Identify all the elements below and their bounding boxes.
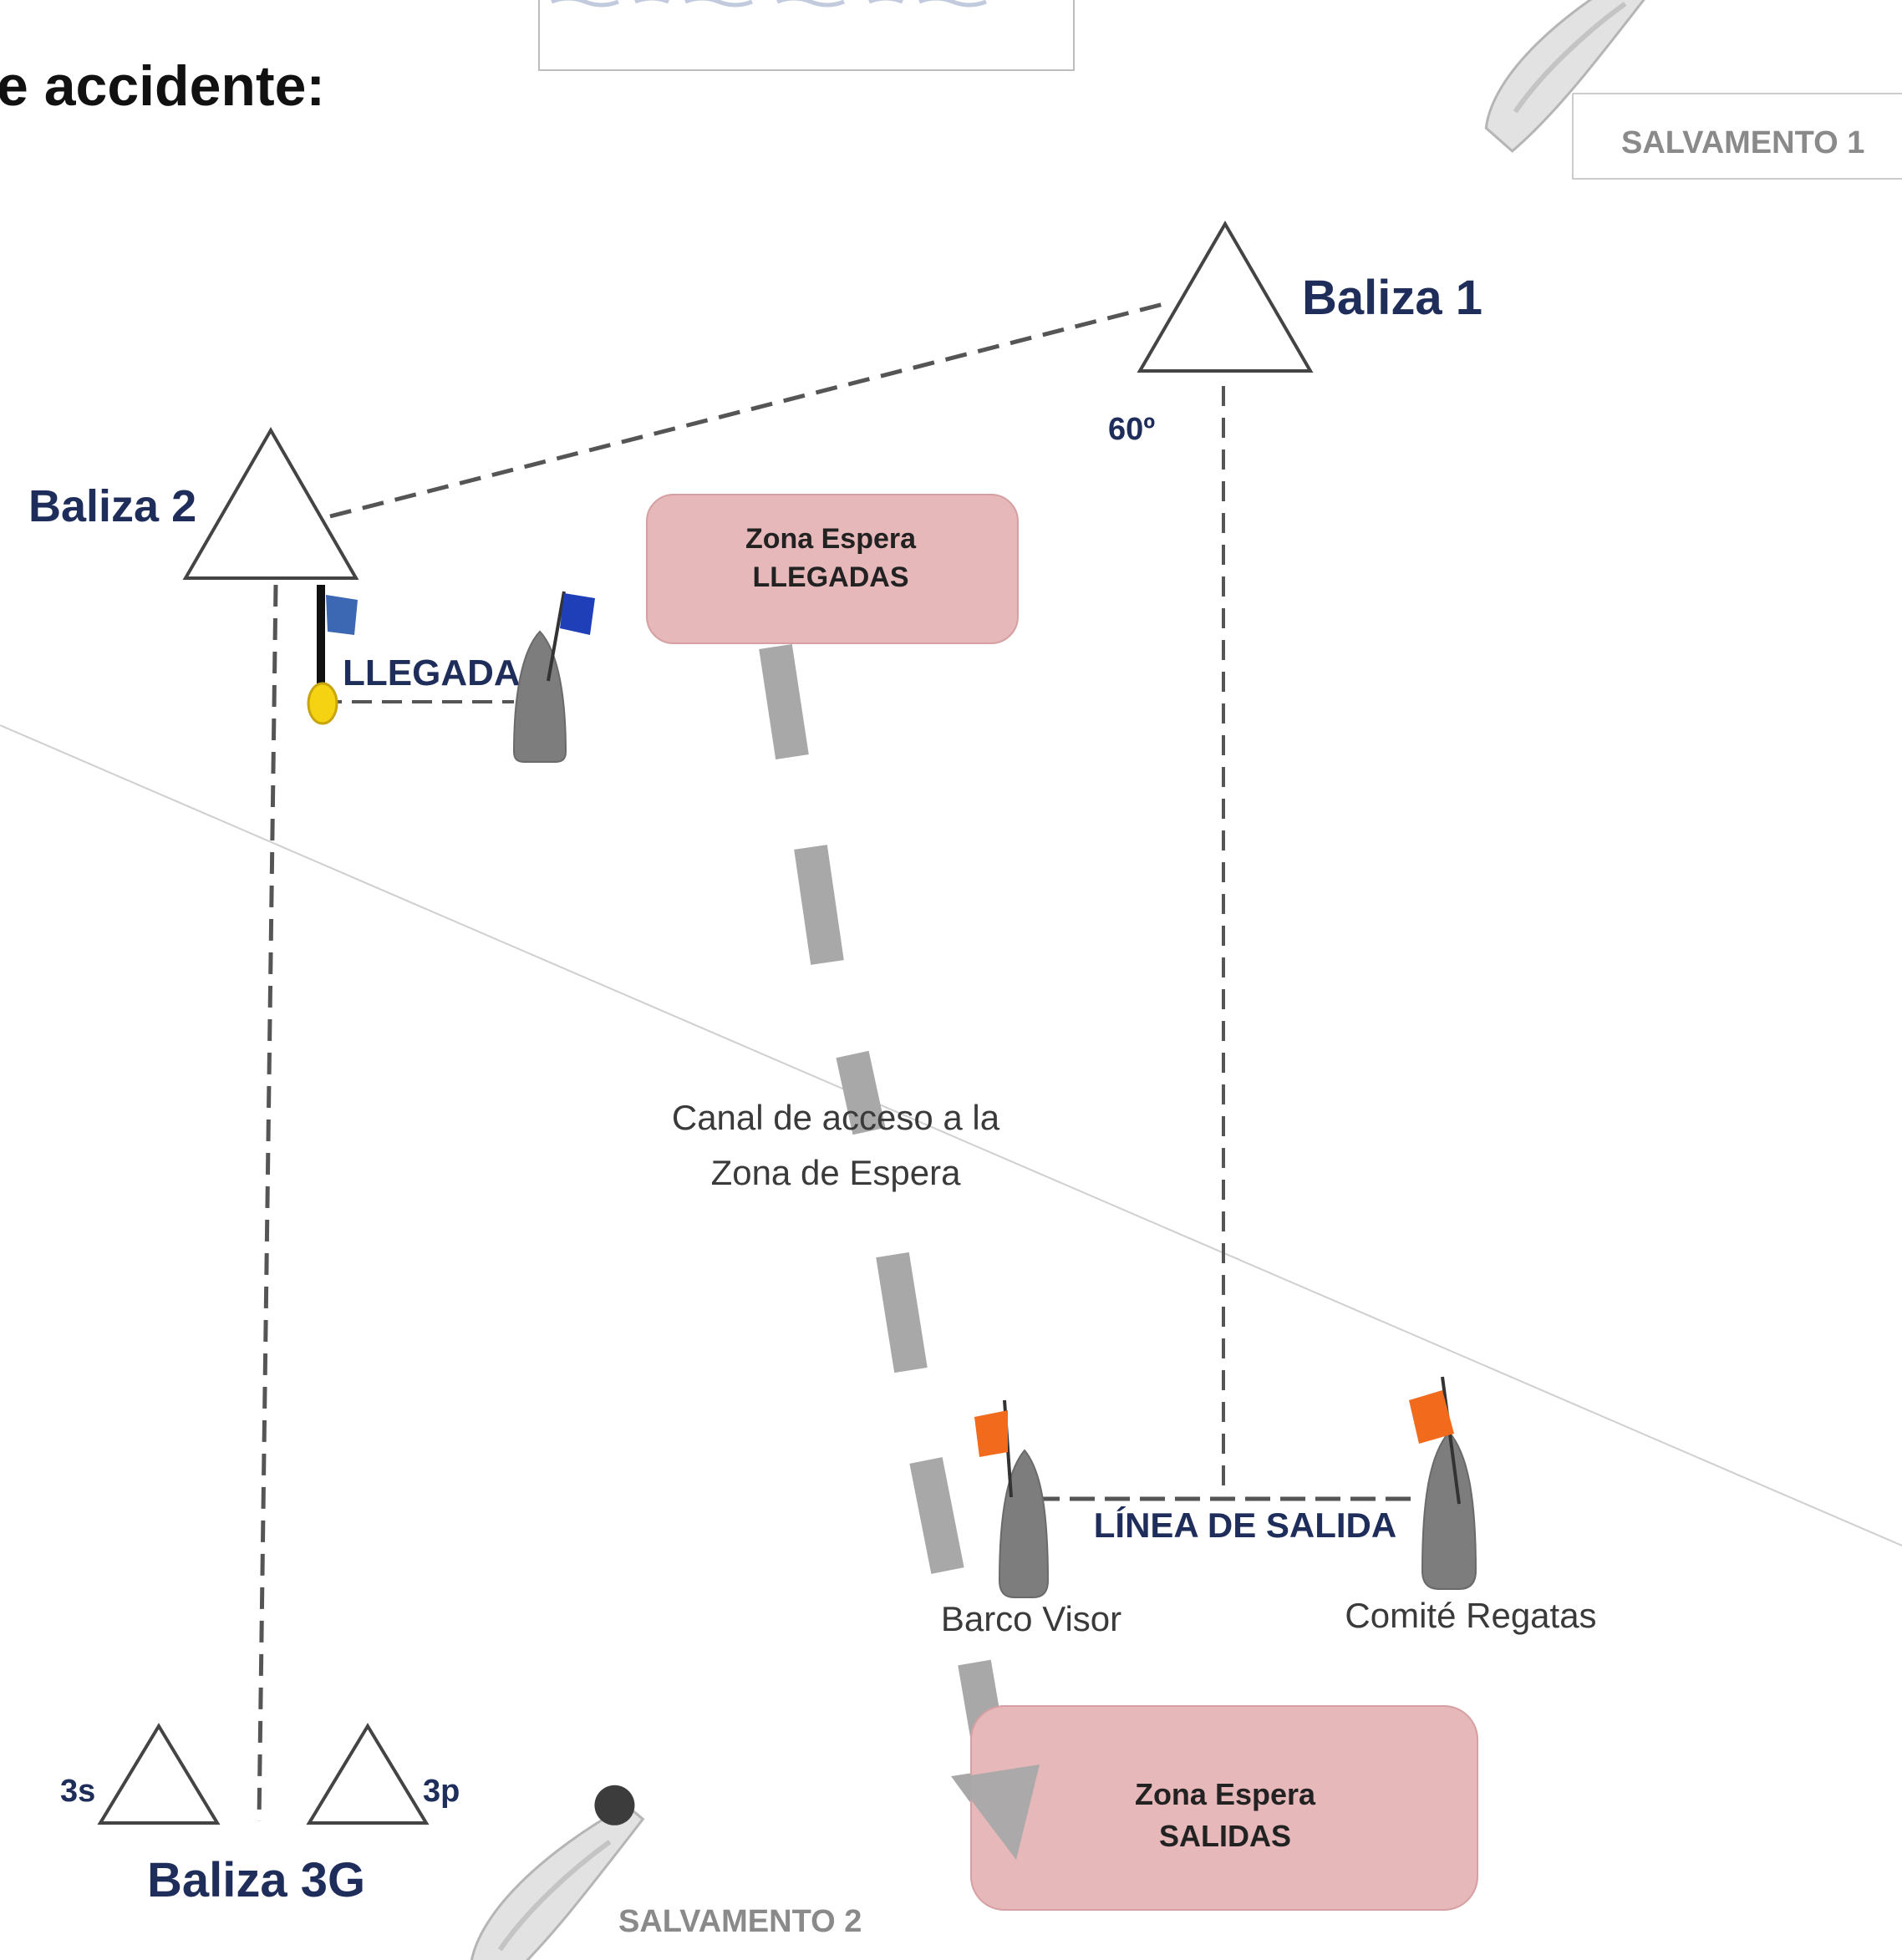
finish-boat-icon (512, 591, 595, 763)
buoy-icon (307, 682, 338, 725)
channel-label-line2: Zona de Espera (711, 1153, 962, 1192)
comite-regatas-boat-icon (1409, 1376, 1477, 1590)
flag-icon (326, 595, 358, 635)
flag-icon (560, 593, 595, 635)
baliza-1-triangle-mark-icon (1137, 221, 1314, 373)
zona-llegadas-line1: Zona Espera (745, 523, 917, 555)
finish-pole (307, 585, 358, 725)
angle-label: 60º (1108, 412, 1155, 447)
baliza-1-label: Baliza 1 (1302, 271, 1482, 325)
course-line-b1-b2 (329, 300, 1171, 519)
channel-label-line1: Canal de acceso a la (672, 1098, 1000, 1137)
baliza-3g-label: Baliza 3G (147, 1853, 365, 1907)
page-heading: e accidente: (0, 54, 325, 118)
zona-llegadas-line2: LLEGADAS (753, 561, 909, 593)
zona-espera-salidas: Zona Espera SALIDAS (970, 1705, 1478, 1911)
zona-salidas-line1: Zona Espera (1135, 1777, 1316, 1811)
salvamento-2-label: SALVAMENTO 2 (618, 1904, 862, 1939)
background-diagonal-line (0, 724, 1902, 1546)
flag-icon (974, 1410, 1008, 1457)
zona-espera-llegadas: Zona Espera LLEGADAS (646, 494, 1019, 644)
course-line-b2-b3 (257, 584, 278, 1822)
mark-3p-triangle-mark-icon (306, 1723, 430, 1825)
llegada-label: LLEGADA (343, 652, 521, 693)
mark-3s-triangle-mark-icon (97, 1723, 221, 1825)
access-channel (759, 644, 1038, 1863)
mark-3s-label: 3s (60, 1774, 95, 1809)
arrow-icon (954, 1765, 1040, 1860)
baliza-2-triangle-mark-icon (182, 426, 359, 580)
jetski-icon (469, 1785, 645, 1960)
comite-regatas-label: Comité Regatas (1345, 1596, 1596, 1635)
linea-salida-label: LÍNEA DE SALIDA (1094, 1506, 1396, 1545)
barco-visor-label: Barco Visor (941, 1599, 1121, 1638)
zona-salidas-line2: SALIDAS (1159, 1819, 1291, 1853)
salvamento-1-label: SALVAMENTO 1 (1621, 125, 1864, 160)
barco-visor-boat-icon (974, 1399, 1050, 1598)
jetski-icon (1484, 0, 1660, 153)
flag-icon (1409, 1390, 1454, 1444)
legend-box (538, 0, 1075, 71)
mark-3p-label: 3p (423, 1774, 460, 1809)
salvamento-1-tag: SALVAMENTO 1 (1572, 93, 1902, 180)
baliza-2-label: Baliza 2 (28, 481, 196, 531)
